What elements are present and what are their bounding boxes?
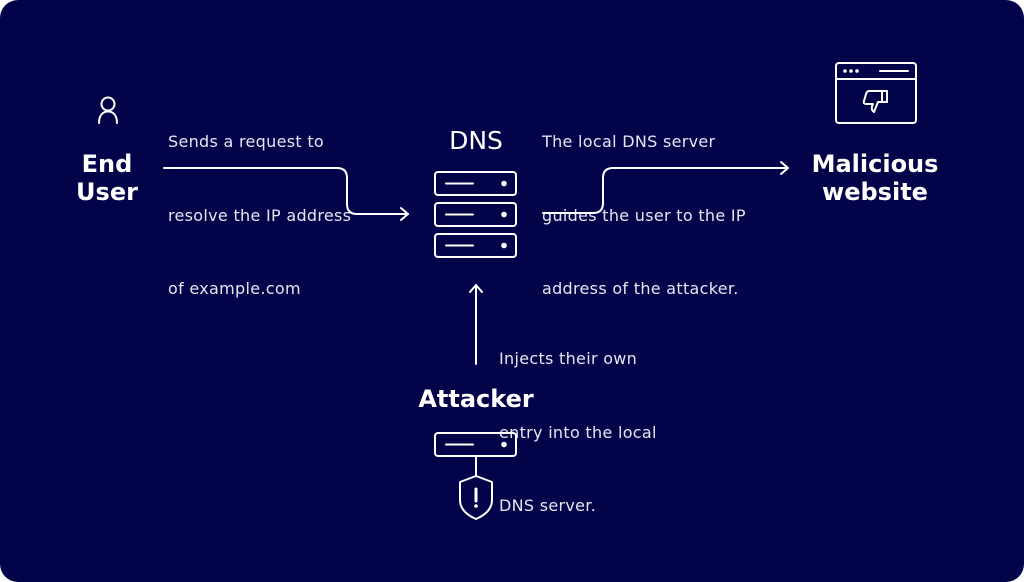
annotation-line: address of the attacker. — [542, 279, 739, 298]
dns-to-website-annotation: The local DNS server guides the user to … — [542, 81, 746, 351]
server-stack-icon — [434, 171, 517, 258]
malicious-website-label-line2: website — [822, 178, 928, 206]
attacker-to-dns-annotation: Injects their own entry into the local D… — [499, 298, 657, 568]
malicious-website-label-line1: Malicious — [811, 150, 939, 178]
arrow-user-to-dns — [163, 167, 409, 221]
user-icon — [98, 96, 118, 124]
annotation-line: Sends a request to — [168, 132, 324, 151]
annotation-line: The local DNS server — [542, 132, 716, 151]
end-user-label-line1: End — [81, 150, 133, 178]
malicious-website-label: Malicious website — [800, 150, 950, 206]
annotation-line: DNS server. — [499, 496, 597, 515]
arrow-dns-to-website — [542, 161, 789, 214]
attacker-label: Attacker — [418, 385, 534, 413]
arrow-attacker-to-dns — [469, 284, 483, 365]
end-user-label-line2: User — [76, 178, 138, 206]
annotation-line: of example.com — [168, 279, 301, 298]
annotation-line: entry into the local — [499, 422, 657, 442]
dns-label: DNS — [449, 126, 503, 155]
annotation-line: resolve the IP address — [168, 205, 352, 225]
end-user-label: End User — [60, 150, 154, 206]
annotation-line: guides the user to the IP — [542, 205, 746, 225]
browser-thumbs-down-icon — [835, 62, 917, 124]
server-shield-warning-icon — [434, 432, 517, 520]
annotation-line: Injects their own — [499, 349, 638, 368]
user-to-dns-annotation: Sends a request to resolve the IP addres… — [168, 81, 351, 351]
